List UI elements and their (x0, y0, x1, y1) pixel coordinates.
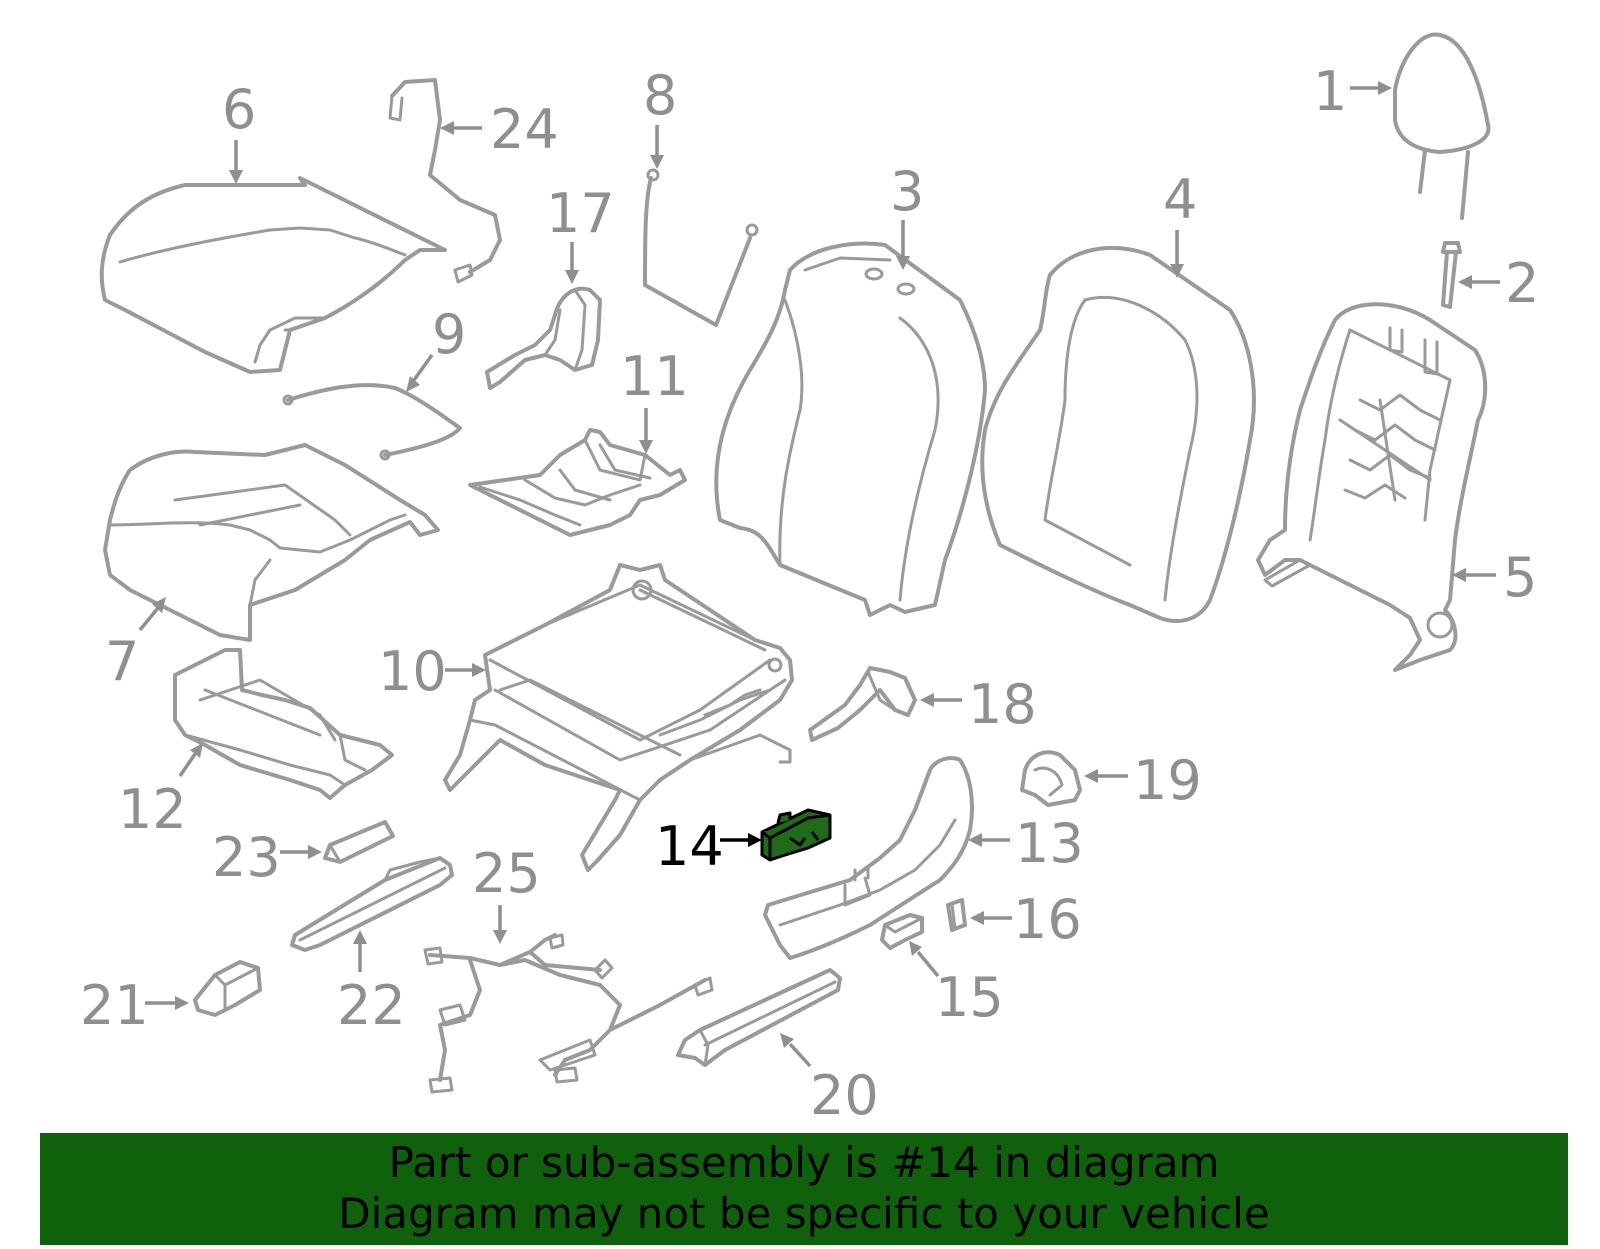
callout-14: 14 (655, 815, 724, 878)
callout-6: 6 (222, 78, 256, 141)
callout-12: 12 (118, 778, 187, 841)
callout-23: 23 (212, 826, 281, 889)
callout-8: 8 (643, 64, 677, 127)
leader-14 (720, 833, 762, 847)
callout-25: 25 (472, 842, 541, 905)
leader-11 (639, 408, 653, 454)
callout-3: 3 (890, 160, 924, 223)
leader-13 (968, 833, 1010, 847)
leader-10 (445, 663, 486, 677)
callout-9: 9 (432, 303, 466, 366)
leader-12 (178, 743, 203, 777)
callout-1: 1 (1313, 60, 1347, 123)
callout-20: 20 (810, 1064, 879, 1127)
part-15-knob[interactable] (880, 913, 924, 950)
callout-24: 24 (490, 98, 559, 161)
leader-7 (138, 597, 166, 632)
leader-3 (896, 220, 910, 270)
callout-4: 4 (1163, 168, 1197, 231)
callout-18: 18 (968, 673, 1037, 736)
callout-16: 16 (1013, 888, 1082, 951)
leader-24 (440, 121, 482, 135)
leader-21 (145, 996, 189, 1010)
leader-8 (650, 125, 664, 169)
info-banner: Part or sub-assembly is #14 in diagram D… (40, 1133, 1568, 1245)
leader-19 (1084, 769, 1128, 783)
callout-22: 22 (337, 974, 406, 1037)
part-24-wire-harness[interactable] (388, 78, 502, 284)
part-16-small-knob[interactable] (946, 898, 967, 932)
leader-18 (920, 693, 962, 707)
part-23-cap[interactable] (323, 820, 395, 864)
callout-13: 13 (1015, 812, 1084, 875)
part-1-headrest[interactable] (1393, 32, 1491, 220)
part-8-wire-rod[interactable] (643, 168, 759, 327)
callout-7: 7 (105, 630, 139, 693)
part-6-cushion-cover[interactable] (99, 176, 447, 374)
banner-line-2: Diagram may not be specific to your vehi… (338, 1189, 1270, 1238)
callout-11: 11 (620, 345, 689, 408)
part-9-wire[interactable] (282, 383, 462, 461)
leader-15 (909, 941, 940, 978)
part-5-seat-back-frame[interactable] (1256, 302, 1488, 672)
part-7-cushion-pad[interactable] (103, 443, 440, 642)
part-13-side-shield[interactable] (763, 756, 974, 960)
callout-19: 19 (1133, 749, 1202, 812)
leader-16 (970, 911, 1012, 925)
part-20-track-cover[interactable] (676, 968, 842, 1067)
callout-21: 21 (80, 974, 149, 1037)
part-14-seat-switch[interactable] (760, 808, 832, 862)
part-12-under-cover[interactable] (173, 648, 394, 800)
part-3-seat-back-cover[interactable] (714, 241, 987, 617)
callout-10: 10 (378, 640, 447, 703)
leader-25 (493, 905, 507, 944)
leader-6 (229, 140, 243, 184)
leader-4 (1170, 230, 1184, 278)
part-25-seat-harness[interactable] (423, 933, 714, 1094)
leader-1 (1350, 81, 1392, 95)
callout-17: 17 (546, 182, 615, 245)
part-21-clip[interactable] (193, 960, 262, 1017)
leader-23 (280, 845, 322, 859)
leader-17 (565, 242, 579, 284)
callout-5: 5 (1503, 546, 1537, 609)
part-17-bracket[interactable] (485, 286, 602, 390)
banner-line-1: Part or sub-assembly is #14 in diagram (388, 1138, 1220, 1187)
part-22-trim-strip[interactable] (290, 856, 454, 952)
part-19-cover-cap[interactable] (1020, 750, 1082, 807)
leader-2 (1458, 275, 1500, 289)
leader-20 (780, 1033, 812, 1068)
part-4-seat-back-pad[interactable] (980, 246, 1256, 623)
part-11-seat-pan[interactable] (468, 428, 687, 537)
part-10-cushion-frame[interactable] (443, 563, 794, 872)
leader-9 (406, 353, 434, 392)
part-2-headrest-guide[interactable] (1441, 241, 1462, 309)
leader-22 (353, 930, 367, 972)
callout-15: 15 (935, 966, 1004, 1029)
leader-5 (1452, 568, 1496, 582)
callout-2: 2 (1505, 252, 1539, 315)
part-18-cover-bracket[interactable] (808, 666, 917, 742)
